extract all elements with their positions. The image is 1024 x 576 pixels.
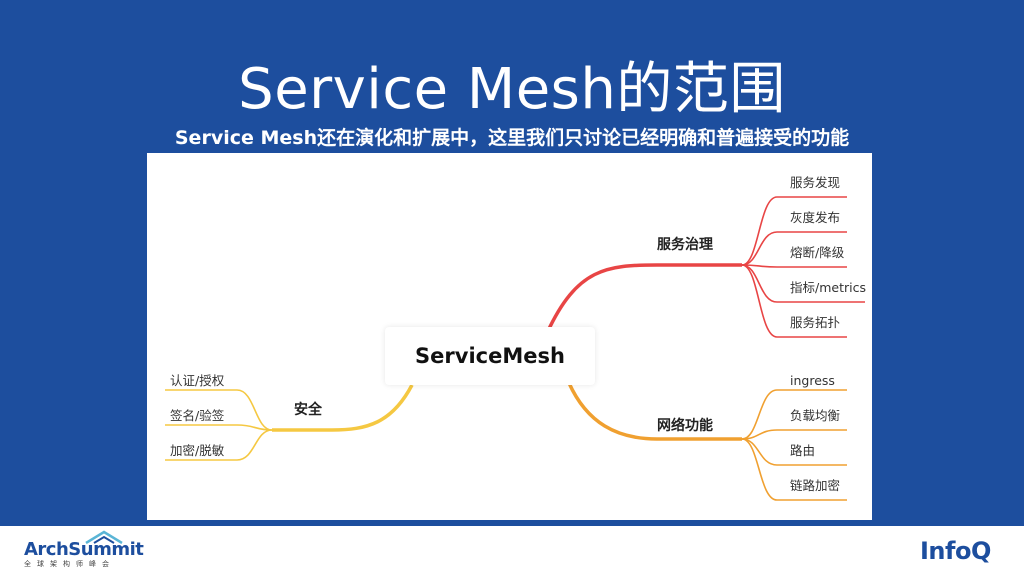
mountain-icon: [85, 530, 123, 544]
archsummit-logo-text: ArchSummit: [24, 539, 144, 560]
archsummit-logo-subtext: 全球架构师峰会: [24, 560, 115, 568]
service-governance-leaf-line-3: [741, 264, 847, 268]
slide-subtitle: Service Mesh还在演化和扩展中，这里我们只讨论已经明确和普遍接受的功能: [174, 127, 850, 149]
service-governance-leaf-line-5: [741, 264, 847, 338]
security-leaf-line-2: [165, 424, 273, 431]
network-leaf-line-2: [741, 429, 847, 440]
network-leaf-line-4: [741, 438, 847, 501]
service-governance-branch-line: [545, 263, 742, 334]
archsummit-logo: ArchSummit 全球架构师峰会: [22, 530, 144, 572]
leaf-security-1: 认证/授权: [170, 373, 225, 388]
network-leaf-line-1: [741, 389, 847, 440]
service-governance-leaf-line-2: [741, 231, 847, 266]
service-governance-leaf-line-1: [741, 196, 847, 266]
leaf-service-governance-4: 指标/metrics: [790, 280, 866, 295]
service-governance-leaf-line-4: [741, 264, 865, 303]
branch-network: 网络功能: [657, 418, 713, 434]
leaf-network-4: 链路加密: [790, 478, 841, 493]
leaf-security-3: 加密/脱敏: [170, 443, 225, 458]
leaf-service-governance-5: 服务拓扑: [790, 315, 841, 330]
footer-bar: [0, 526, 1024, 576]
leaf-service-governance-3: 熔断/降级: [790, 245, 845, 260]
branch-security: 安全: [294, 402, 322, 418]
security-leaf-line-3: [165, 429, 273, 461]
leaf-security-2: 签名/验签: [170, 408, 225, 423]
network-branch-line: [567, 382, 742, 441]
leaf-service-governance-1: 服务发现: [790, 175, 841, 190]
security-leaf-line-1: [165, 389, 273, 431]
center-node: ServiceMesh: [385, 327, 595, 385]
security-branch-line: [272, 384, 414, 432]
leaf-service-governance-2: 灰度发布: [790, 210, 841, 225]
branch-service-governance: 服务治理: [657, 237, 713, 253]
slide-title: Service Mesh的范围: [238, 57, 786, 122]
leaf-network-2: 负载均衡: [790, 408, 841, 423]
mindmap-connectors: [165, 196, 865, 501]
leaf-network-3: 路由: [790, 443, 816, 458]
infoq-logo: InfoQ: [920, 537, 991, 565]
mindmap-diagram: ServiceMesh 服务治理 服务发现 灰度发布 熔断/降级 指标/metr…: [147, 153, 872, 520]
leaf-network-1: ingress: [790, 373, 835, 388]
